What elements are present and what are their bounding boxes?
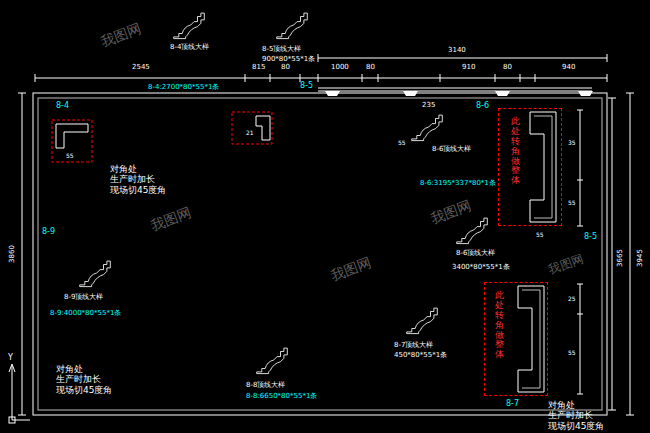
- watermark: 我图网: [99, 21, 143, 49]
- note-text: 对角处 生产时加长 现场切45度角: [56, 364, 112, 395]
- section-title: 8-8顶线大样: [246, 382, 285, 389]
- corner-detail: [52, 120, 92, 162]
- spec-text: 8-8:6650*80*55*1条: [246, 393, 317, 400]
- section-title: 8-7顶线大样: [394, 342, 433, 349]
- spec-text: 450*80*55*1条: [394, 352, 447, 359]
- section-title: 8-4顶线大样: [170, 44, 209, 51]
- spec-text: 3400*80*55*1条: [452, 264, 510, 271]
- dimension-text: 2545: [132, 64, 150, 71]
- corner-detail: [232, 112, 272, 144]
- dimension-text: 80: [281, 64, 290, 71]
- ucs-icon: [9, 364, 30, 423]
- light-fitting: [325, 91, 340, 96]
- cornice-line: [318, 88, 592, 89]
- cornice-line: [318, 91, 592, 92]
- profile-section: [407, 308, 438, 334]
- profile-section: [457, 218, 488, 244]
- corner-detail: [56, 124, 88, 148]
- section-title: 8-6顶线大样: [456, 250, 495, 257]
- vertical-note: 此处转角做整体: [511, 117, 520, 186]
- wall-outline: [33, 93, 607, 415]
- dimension-text: 940: [562, 64, 575, 71]
- dimension-text: 3140: [448, 47, 466, 54]
- corner-note-box: 此处转角做整体: [498, 108, 562, 226]
- cornice-line: [38, 98, 602, 410]
- corner-assembly: [530, 112, 556, 222]
- note-text: 对角处 生产时加长 现场切45度角: [110, 164, 166, 195]
- light-fitting: [578, 91, 593, 96]
- spec-text: 8-4:2700*80*55*1条: [148, 84, 219, 91]
- dimension-text: 55: [568, 200, 576, 206]
- watermark: 我图网: [149, 205, 193, 233]
- corner-assembly: [534, 116, 552, 218]
- light-fitting: [403, 91, 418, 96]
- dimension-text: 25: [568, 296, 576, 302]
- dimension-text: 80: [503, 64, 512, 71]
- corner-note-box: 此处转角做整体: [484, 282, 548, 396]
- dimension-text: 55: [536, 232, 544, 238]
- vertical-note: 此处转角做整体: [495, 291, 504, 360]
- dimension-text: 55: [66, 153, 74, 159]
- spec-text: 900*80*55*1条: [262, 56, 315, 63]
- part-label: 8-9: [42, 228, 55, 236]
- section-title: 8-5顶线大样: [262, 46, 301, 53]
- dimension-text: 80: [366, 64, 375, 71]
- light-fitting: [495, 91, 510, 96]
- part-label: 8-5: [300, 82, 313, 90]
- corner-detail: [256, 116, 270, 140]
- watermark: 我图网: [547, 252, 585, 276]
- spec-text: 8-9:4000*80*55*1条: [50, 310, 121, 317]
- corner-assembly: [522, 290, 540, 388]
- dimension-text: 235: [422, 102, 435, 109]
- section-title: 8-6顶线大样: [432, 146, 471, 153]
- part-label: 8-5: [584, 233, 597, 241]
- dimension-text: 35: [568, 140, 576, 146]
- dimension-text: 21: [246, 130, 254, 136]
- part-label: 8-6: [476, 102, 489, 110]
- part-label: 8-7: [506, 400, 519, 408]
- section-title: 8-9顶线大样: [64, 294, 103, 301]
- corner-assembly: [518, 286, 544, 392]
- dimension-text: 815: [252, 64, 265, 71]
- profile-section: [257, 348, 288, 374]
- profile-section: [174, 13, 205, 38]
- watermark: 我图网: [429, 198, 473, 226]
- profile-section: [412, 115, 443, 141]
- dimension-text: 1000: [331, 64, 349, 71]
- dimension-text: 910: [462, 64, 475, 71]
- note-text: 对角处 生产时加长 现场切45度角: [548, 400, 604, 431]
- part-label: 8-4: [56, 102, 69, 110]
- dimension-text: 3860: [9, 245, 16, 263]
- profile-section: [80, 261, 111, 287]
- spec-text: 8-6:3195*337*80*1条: [420, 180, 496, 187]
- profile-section: [277, 13, 308, 38]
- watermark: 我图网: [329, 255, 373, 283]
- dimension-text: 55: [568, 350, 576, 356]
- dimension-text: 3665: [617, 249, 624, 267]
- dimension-line: [18, 54, 634, 415]
- dimension-text: 55: [398, 140, 406, 146]
- axis-label: Y: [8, 354, 13, 362]
- dimension-text: 3945: [637, 249, 644, 267]
